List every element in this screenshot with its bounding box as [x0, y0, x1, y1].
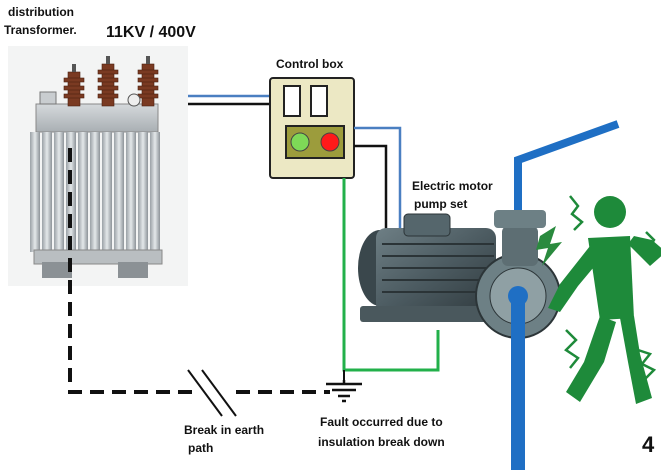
- lightning-icon: [536, 226, 562, 266]
- transformer-label-line1: distribution: [8, 5, 74, 19]
- earth-path-dashed: [68, 148, 330, 394]
- break-label-line2: path: [188, 441, 214, 455]
- break-label-line1: Break in earth: [184, 423, 265, 437]
- motor-pump-icon: [358, 210, 561, 339]
- motor-label-line2: pump set: [414, 197, 468, 211]
- break-mark-icon: [187, 369, 237, 417]
- page-number: 4: [642, 432, 655, 457]
- motor-label-line1: Electric motor: [412, 179, 493, 193]
- earth-wire: [342, 178, 440, 372]
- transformer-icon: [8, 46, 188, 286]
- control-box-label: Control box: [276, 57, 344, 71]
- transformer-label-line2: Transformer.: [4, 23, 77, 37]
- voltage-label: 11KV / 400V: [106, 24, 196, 41]
- electric-shock-person-icon: [548, 195, 661, 404]
- motor-feed-wires: [354, 126, 402, 260]
- pipe: [511, 120, 620, 470]
- earth-ground-icon: [326, 380, 362, 403]
- fault-label-line1: Fault occurred due to: [320, 415, 443, 429]
- supply-wires: [188, 94, 272, 106]
- control-box-icon: [269, 77, 355, 179]
- fault-label-line2: insulation break down: [318, 435, 445, 449]
